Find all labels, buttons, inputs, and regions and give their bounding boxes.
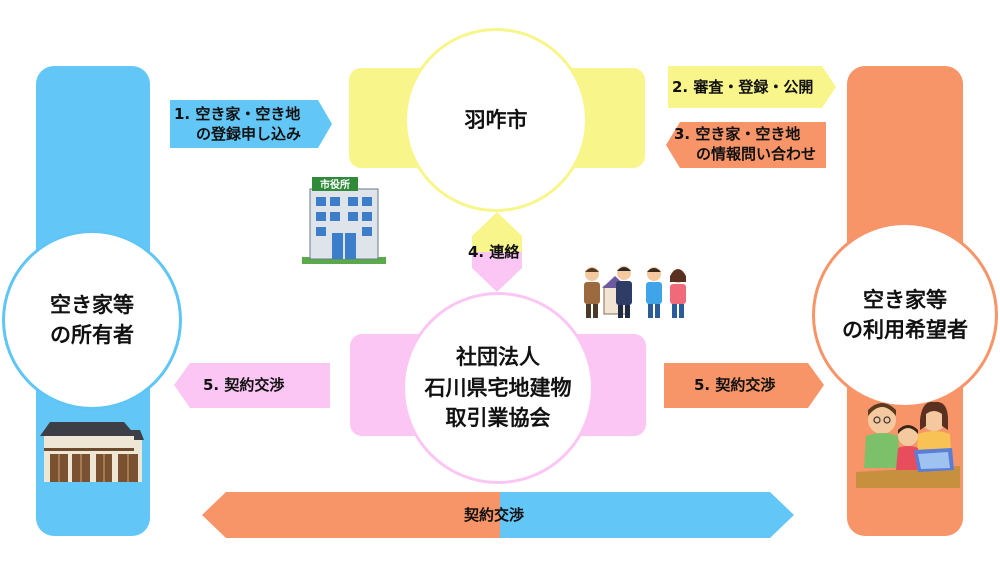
assoc-line1: 社団法人 (456, 345, 540, 370)
step3-label: 3. 空き家・空き地の情報問い合わせ (674, 125, 817, 164)
user-node: 空き家等の利用希望者 (812, 222, 998, 408)
owner-node: 空き家等の所有者 (2, 230, 182, 410)
bottom-arrow-left-half (202, 492, 500, 538)
user-line1: 空き家等 (863, 287, 947, 312)
step1-arrow (170, 100, 332, 148)
step2-arrow (668, 66, 836, 108)
city-label: 羽咋市 (464, 107, 528, 132)
step4-label: 4. 連絡 (468, 243, 520, 261)
step2-label: 2. 審査・登録・公開 (672, 78, 814, 96)
japanese-house-icon (40, 422, 144, 482)
bottom-arrow-right-half (500, 492, 794, 538)
owner-line2: の所有者 (50, 323, 134, 347)
city-hall-building-icon: 市役所 (302, 177, 386, 264)
agent-family-icon (584, 266, 686, 318)
step5-right-label: 5. 契約交渉 (694, 376, 776, 394)
step1-label: 1. 空き家・空き地の登録申し込み (174, 105, 302, 144)
association-node: 社団法人石川県宅地建物取引業協会 (402, 292, 594, 484)
bottom-label: 契約交渉 (464, 506, 525, 524)
step5-left-label: 5. 契約交渉 (203, 376, 285, 394)
step4-arrow-down (472, 252, 522, 292)
city-node: 羽咋市 (404, 28, 588, 212)
step4-arrow-up (472, 212, 522, 252)
owner-line1: 空き家等 (50, 292, 134, 317)
step3-arrow (666, 122, 826, 168)
step5-right-arrow (664, 363, 824, 408)
user-line2: の利用希望者 (842, 318, 968, 342)
assoc-line2: 石川県宅地建物 (424, 375, 572, 400)
city-hall-sign: 市役所 (320, 178, 350, 191)
step5-left-arrow (174, 363, 330, 408)
assoc-line3: 取引業協会 (445, 406, 551, 431)
family-laptop-icon (856, 401, 960, 488)
